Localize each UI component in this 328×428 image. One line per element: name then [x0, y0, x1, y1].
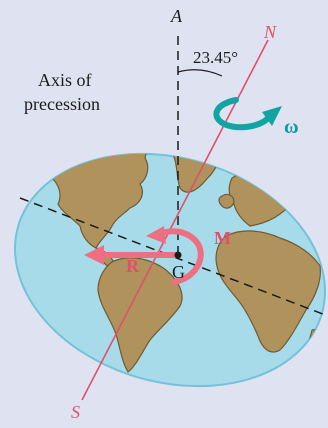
north-label: N: [264, 22, 277, 42]
omega-label: ω: [284, 116, 299, 138]
force-R-label: R: [126, 256, 139, 276]
angle-label: 23.45°: [193, 48, 239, 67]
center-G-label: G: [172, 262, 185, 282]
equator-dashed-line: [19, 197, 328, 317]
angle-arc: [177, 69, 223, 77]
axis-A-label: A: [171, 6, 182, 26]
moment-arc-arrow: [157, 228, 204, 285]
omega-spin-arrow: [213, 97, 275, 131]
island: [309, 329, 318, 343]
omega-arrowhead: [262, 106, 282, 126]
british-isles: [218, 193, 235, 209]
moment-arrowhead: [146, 226, 166, 244]
force-R-arrowhead: [84, 245, 104, 265]
center-point: [174, 251, 182, 259]
africa: [215, 230, 321, 353]
moment-label: M: [214, 228, 231, 248]
south-america: [97, 257, 183, 373]
precession-axis-label-line1: Axis of: [38, 70, 92, 90]
precession-axis-label-line2: precession: [24, 94, 100, 114]
south-label: S: [71, 402, 80, 422]
